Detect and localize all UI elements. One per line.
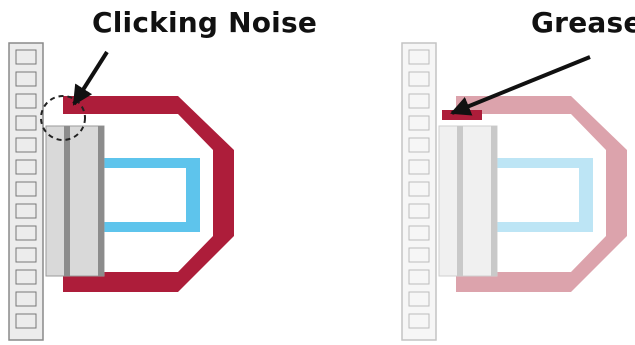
left-blue-channel: [100, 158, 200, 232]
grease-arrow: [450, 55, 591, 116]
right-diagram: [401, 42, 627, 341]
grease-strip: [442, 110, 482, 120]
right-blue-channel: [493, 158, 593, 232]
left-diagram: [8, 42, 234, 341]
left-plate: [45, 125, 105, 277]
right-plate: [438, 125, 498, 277]
clicking-noise-circle: [40, 95, 86, 141]
left-plate-divider: [64, 126, 70, 276]
grease-label: Grease: [531, 6, 635, 39]
right-plate-divider: [457, 126, 463, 276]
left-rack-cells: [15, 49, 37, 329]
right-plate-divider-2: [491, 126, 497, 276]
right-rack-cells: [408, 49, 430, 329]
clicking-noise-label: Clicking Noise: [92, 6, 318, 39]
left-plate-divider-2: [98, 126, 104, 276]
clicking-noise-arrow: [72, 50, 109, 106]
